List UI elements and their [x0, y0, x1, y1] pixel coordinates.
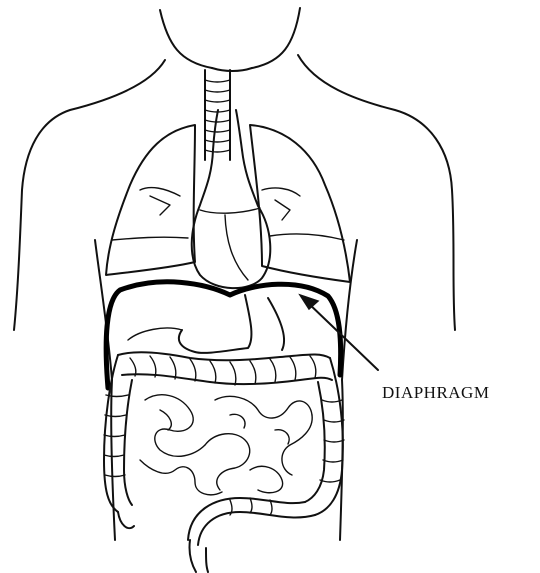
diaphragm-label: DIAPHRAGM: [382, 383, 489, 402]
left-lung: [106, 125, 195, 275]
large-intestine: [104, 352, 344, 572]
arrowhead: [300, 295, 318, 309]
body-outline: [14, 8, 455, 540]
stomach-liver: [128, 295, 284, 353]
right-lung: [250, 125, 350, 282]
small-intestine: [140, 395, 312, 495]
